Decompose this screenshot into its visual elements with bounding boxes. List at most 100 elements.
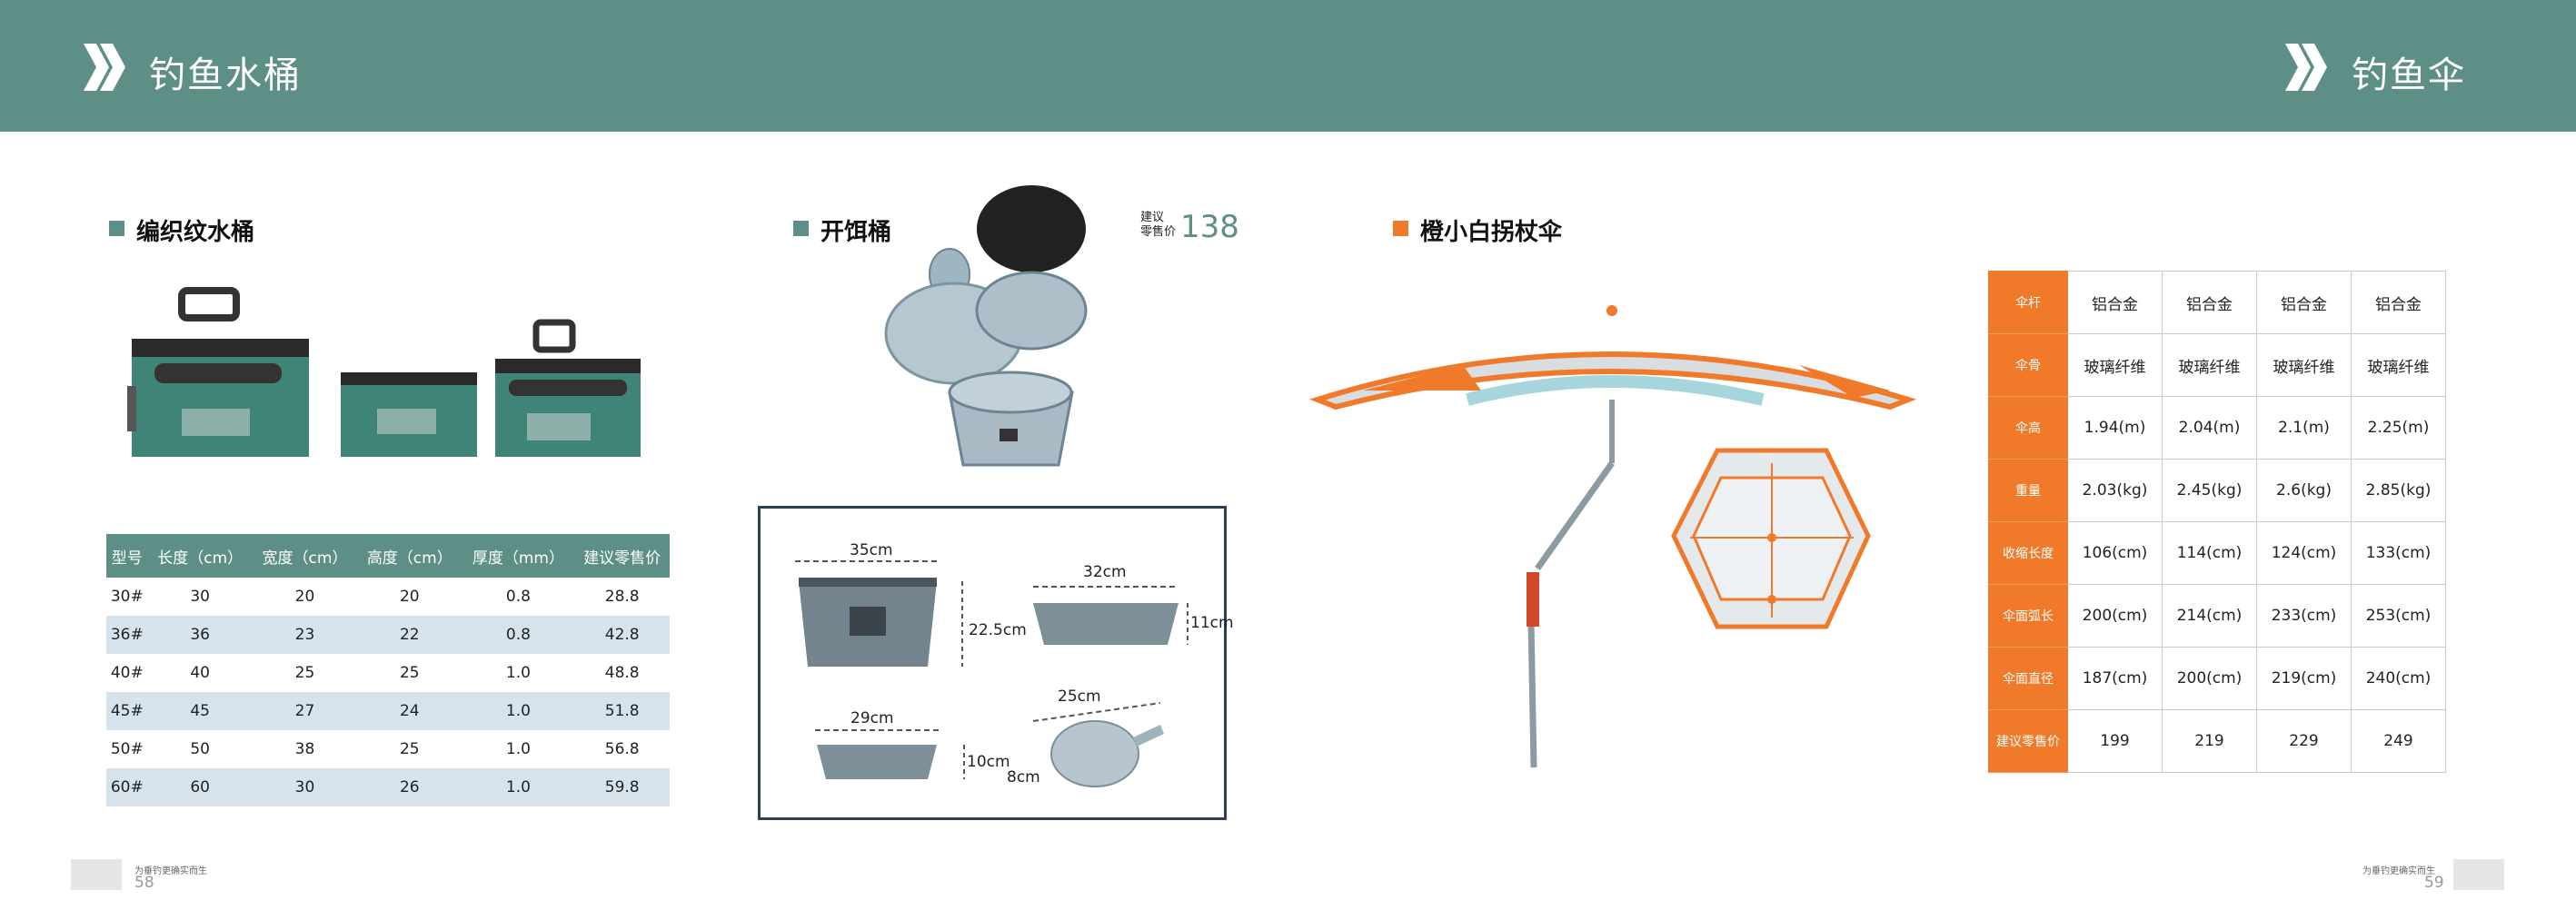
table-cell: 51.8 — [574, 692, 670, 730]
dimension-label: 35cm — [850, 541, 893, 559]
table-cell: 42.8 — [574, 616, 670, 654]
table-row: 重量 2.03(kg) 2.45(kg) 2.6(kg) 2.85(kg) — [1988, 459, 2446, 522]
table-cell: 23 — [252, 616, 358, 654]
row-header: 收缩长度 — [1988, 521, 2068, 585]
table-cell: 40 — [190, 664, 210, 682]
row-header: 伞杆 — [1988, 271, 2068, 334]
footer-caption: 为垂钓更确实而生 — [2362, 866, 2435, 876]
table-cell: 45 — [147, 692, 253, 730]
table-cell: 229 — [2256, 709, 2352, 773]
table-row: 伞面直径 187(cm) 200(cm) 219(cm) 240(cm) — [1988, 647, 2446, 710]
row-header: 重量 — [1988, 459, 2068, 522]
dimension-drawings — [795, 560, 1189, 787]
table-cell: 60 — [147, 768, 253, 806]
table-row: 伞杆 铝合金 铝合金 铝合金 铝合金 — [1988, 271, 2446, 334]
page-number: 59 — [2424, 874, 2444, 892]
table-cell: 玻璃纤维 — [2351, 333, 2446, 397]
table-cell: 25 — [399, 740, 420, 758]
right-page-title: 钓鱼伞 — [2352, 54, 2466, 96]
section-marker — [793, 221, 809, 236]
table-cell: 219 — [2162, 709, 2257, 773]
table-cell: 28.8 — [604, 588, 640, 606]
table-cell: 106(cm) — [2067, 521, 2163, 585]
bait-bucket-photo — [884, 185, 1088, 467]
table-cell: 1.0 — [505, 664, 531, 682]
table-cell: 50# — [110, 740, 144, 758]
table-row: 40# 40 25 25 1.0 48.8 — [106, 654, 670, 692]
table-cell: 2.45(kg) — [2162, 459, 2257, 522]
row-header: 伞高 — [1988, 396, 2068, 460]
table-row: 36# 36 23 22 0.8 42.8 — [106, 616, 670, 654]
table-cell: 27 — [252, 692, 358, 730]
header-bar — [0, 0, 2576, 132]
table-cell: 玻璃纤维 — [2162, 333, 2257, 397]
table-row: 伞骨 玻璃纤维 玻璃纤维 玻璃纤维 玻璃纤维 — [1988, 333, 2446, 397]
umbrella-photo — [1309, 305, 1917, 768]
table-cell: 214(cm) — [2162, 584, 2257, 648]
row-header: 伞骨 — [1988, 333, 2068, 397]
table-header-cell: 建议零售价 — [574, 534, 670, 578]
table-header-cell: 宽度（cm） — [252, 534, 358, 578]
table-cell: 36 — [147, 616, 253, 654]
table-cell: 200(cm) — [2162, 647, 2257, 710]
dimension-diagram — [758, 506, 1227, 820]
bucket-spec-table: 型号 长度（cm） 宽度（cm） 高度（cm） 厚度（mm） 建议零售价 30#… — [106, 534, 670, 806]
table-cell: 1.94(m) — [2067, 396, 2163, 460]
table-cell: 2.04(m) — [2162, 396, 2257, 460]
table-cell: 114(cm) — [2162, 521, 2257, 585]
table-header-cell: 厚度（mm） — [462, 534, 575, 578]
table-cell: 铝合金 — [2351, 271, 2446, 334]
table-cell: 1.0 — [462, 768, 575, 806]
table-cell: 25 — [399, 664, 420, 682]
table-cell: 30 — [190, 588, 210, 606]
footer-caption: 为垂钓更确实而生 — [134, 866, 207, 876]
table-row: 建议零售价 199 219 229 249 — [1988, 709, 2446, 773]
table-header-row: 型号 长度（cm） 宽度（cm） 高度（cm） 厚度（mm） 建议零售价 — [106, 534, 670, 578]
table-row: 收缩长度 106(cm) 114(cm) 124(cm) 133(cm) — [1988, 521, 2446, 585]
table-cell: 253(cm) — [2351, 584, 2446, 648]
table-row: 伞面弧长 200(cm) 214(cm) 233(cm) 253(cm) — [1988, 584, 2446, 648]
table-cell: 200(cm) — [2067, 584, 2163, 648]
table-cell: 36# — [106, 616, 148, 654]
table-row: 60# 60 30 26 1.0 59.8 — [106, 768, 670, 806]
table-cell: 124(cm) — [2256, 521, 2352, 585]
table-header-cell: 高度（cm） — [357, 534, 462, 578]
row-header: 建议零售价 — [1988, 709, 2068, 773]
table-cell: 60# — [106, 768, 148, 806]
table-cell: 铝合金 — [2067, 271, 2163, 334]
table-cell: 187(cm) — [2067, 647, 2163, 710]
chevron-right-icon — [84, 44, 125, 91]
table-row: 50# 50 38 25 1.0 56.8 — [106, 730, 670, 768]
table-cell: 133(cm) — [2351, 521, 2446, 585]
table-cell: 38 — [294, 740, 315, 758]
price-label: 建议 — [1140, 211, 1165, 224]
dimension-label: 10cm — [967, 753, 1010, 771]
bucket-product-photo — [127, 287, 641, 457]
table-cell: 20 — [399, 588, 420, 606]
table-cell: 2.6(kg) — [2256, 459, 2352, 522]
dimension-label: 22.5cm — [969, 621, 1027, 639]
table-cell: 50 — [190, 740, 210, 758]
dimension-label: 25cm — [1058, 687, 1101, 706]
table-cell: 0.8 — [505, 588, 531, 606]
table-cell: 1.0 — [462, 692, 575, 730]
left-page-title: 钓鱼水桶 — [149, 54, 302, 96]
chevron-right-icon — [2285, 44, 2327, 91]
table-cell: 40# — [110, 664, 144, 682]
table-cell: 240(cm) — [2351, 647, 2446, 710]
section-marker — [109, 221, 124, 236]
table-cell: 25 — [294, 664, 315, 682]
footer-logo-placeholder — [2453, 859, 2504, 890]
table-cell: 玻璃纤维 — [2256, 333, 2352, 397]
table-cell: 24 — [357, 692, 462, 730]
table-row: 伞高 1.94(m) 2.04(m) 2.1(m) 2.25(m) — [1988, 396, 2446, 460]
table-cell: 45# — [106, 692, 148, 730]
dimension-label: 32cm — [1083, 563, 1127, 581]
table-cell: 249 — [2351, 709, 2446, 773]
bait-section-title: 开饵桶 — [821, 219, 892, 246]
table-cell: 铝合金 — [2162, 271, 2257, 334]
table-row: 30# 30 20 20 0.8 28.8 — [106, 578, 670, 616]
dimension-label: 11cm — [1190, 614, 1234, 632]
table-cell: 59.8 — [574, 768, 670, 806]
table-cell: 233(cm) — [2256, 584, 2352, 648]
